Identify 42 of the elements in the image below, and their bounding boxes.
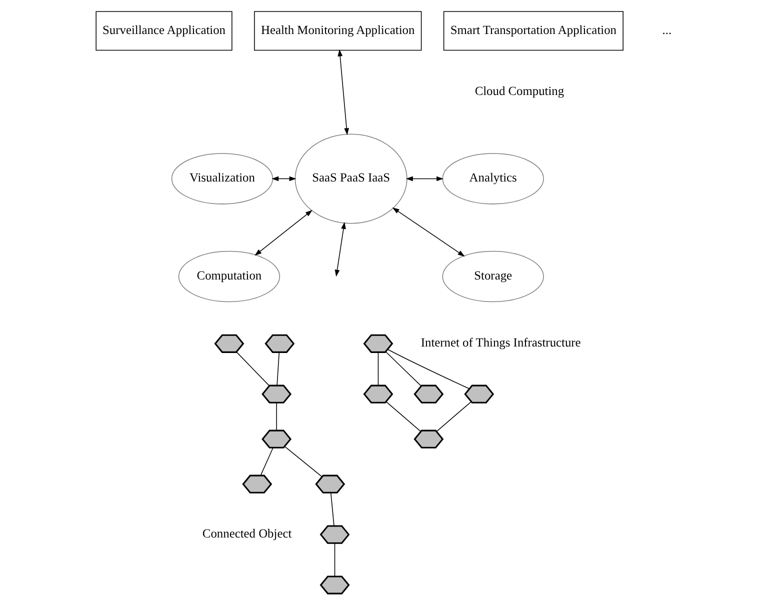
label: ... [662, 22, 672, 37]
connector [330, 492, 334, 526]
connector [385, 351, 422, 386]
node-hexagon [464, 384, 494, 404]
label: Cloud Computing [474, 84, 564, 98]
node-hexagon [262, 384, 292, 404]
node-hexagon [414, 430, 444, 448]
node-ellipse: Computation [178, 250, 280, 302]
node-hexagon [315, 474, 346, 494]
connector [436, 401, 472, 432]
label: Connected Object [202, 526, 292, 541]
connector [284, 446, 322, 478]
connector [276, 402, 277, 431]
arrow [254, 210, 312, 256]
node-hexagon [363, 334, 394, 353]
node-hexagon [214, 334, 244, 353]
connector [276, 352, 280, 386]
node-box: Surveillance Application [96, 11, 232, 51]
arrow [392, 207, 465, 257]
label: Internet of Things Infrastructure [420, 336, 581, 350]
connector [386, 401, 422, 432]
node-hexagon [242, 474, 272, 494]
node-box: Smart Transportation Application [443, 11, 624, 51]
node-ellipse: SaaS PaaS IaaS [294, 134, 408, 224]
connector [387, 348, 470, 390]
node-hexagon [320, 525, 350, 544]
connector [334, 542, 336, 577]
connector [378, 352, 379, 386]
node-hexagon [363, 384, 394, 404]
node-hexagon [262, 430, 292, 448]
node-box: Health Monitoring Application [254, 11, 422, 51]
arrow [406, 176, 444, 182]
arrow [272, 176, 296, 182]
connector [260, 447, 274, 476]
connector [236, 352, 270, 386]
node-hexagon [414, 384, 444, 404]
arrow [334, 222, 346, 277]
arrow [338, 49, 350, 136]
node-hexagon [320, 576, 350, 594]
node-ellipse: Visualization [171, 153, 274, 204]
node-ellipse: Analytics [442, 153, 544, 204]
node-hexagon [264, 334, 295, 353]
